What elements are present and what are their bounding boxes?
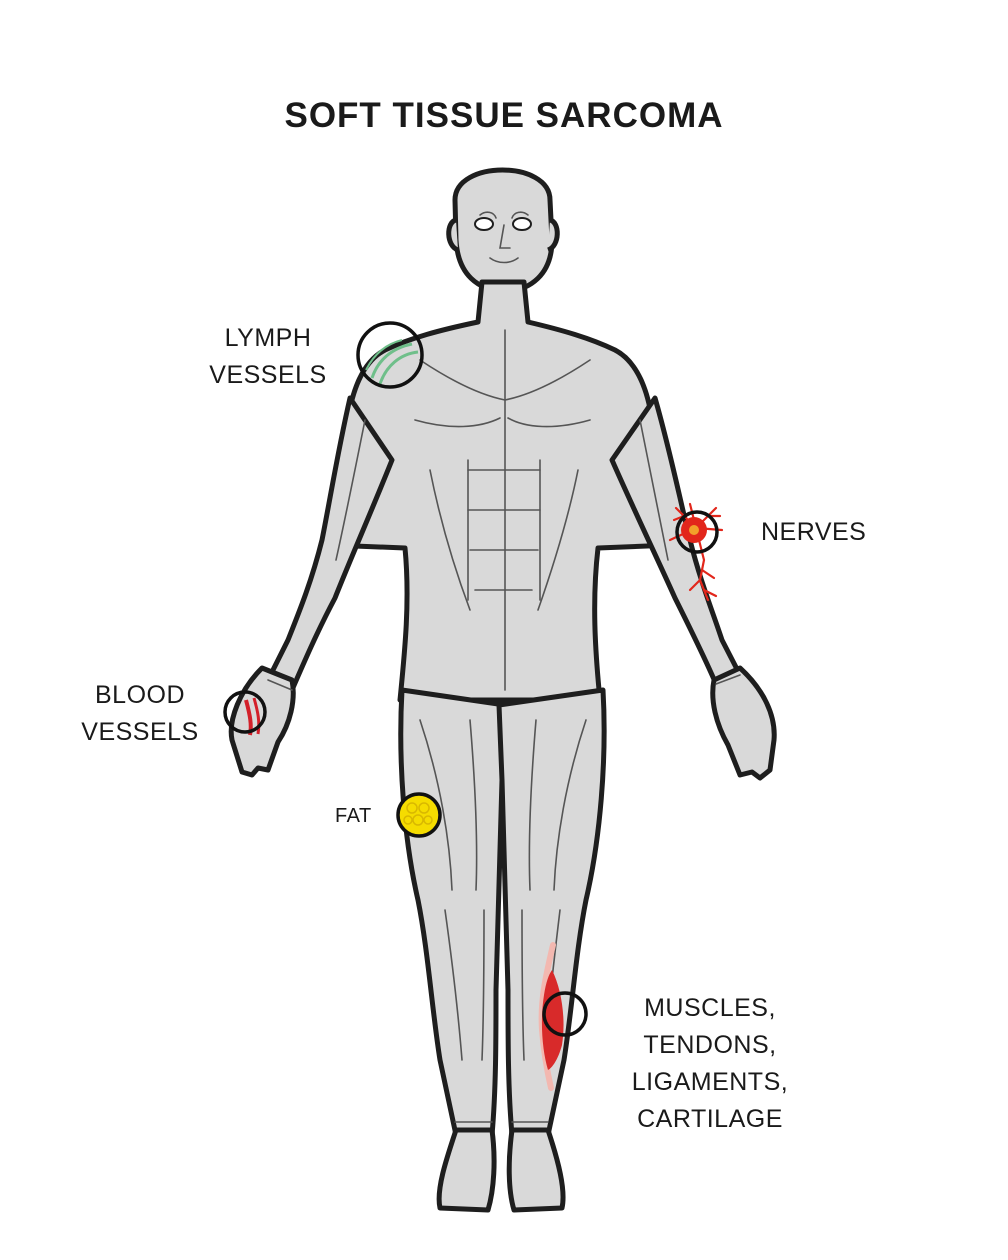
diagram-title: SOFT TISSUE SARCOMA	[284, 96, 724, 135]
blood-vessels-marker	[223, 690, 267, 736]
muscles-marker	[538, 942, 588, 1091]
nerves-marker	[668, 502, 724, 602]
face-features	[474, 217, 532, 231]
label-nerves: NERVES	[761, 518, 867, 546]
label-muscles-tendons-ligaments-cartilage: MUSCLES, TENDONS, LIGAMENTS, CARTILAGE	[631, 994, 789, 1133]
label-blood-vessels: BLOOD VESSELS	[81, 681, 199, 746]
muscle-detail-lines	[267, 211, 741, 1123]
label-lymph-vessels: LYMPH VESSELS	[209, 324, 327, 389]
label-fat: FAT	[335, 805, 372, 827]
lymph-vessels-marker	[356, 321, 424, 389]
fat-marker	[396, 792, 442, 838]
